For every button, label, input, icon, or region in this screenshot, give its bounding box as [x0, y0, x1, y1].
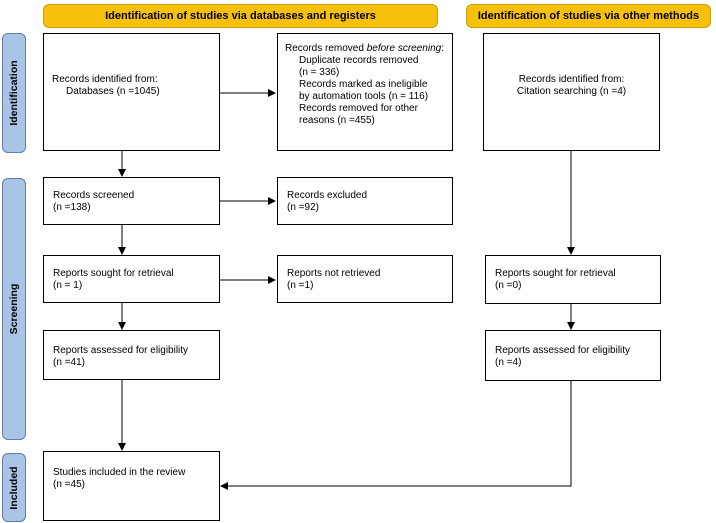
assessed-other-line1: Reports assessed for eligibility	[495, 345, 631, 356]
db-identified-line2: Databases (n =1045)	[66, 86, 160, 97]
removed-title-suffix: :	[441, 43, 444, 54]
box-records-identified-databases: Records identified from: Databases (n =1…	[43, 33, 220, 151]
box-records-removed: Records removed before screening: Duplic…	[277, 33, 453, 151]
phase-identification: Identification	[2, 33, 26, 153]
header-other-methods: Identification of studies via other meth…	[466, 4, 711, 28]
box-records-screened: Records screened (n =138)	[43, 177, 220, 225]
other-identified-line1: Records identified from:	[518, 74, 625, 85]
box-reports-sought-databases: Reports sought for retrieval (n = 1)	[43, 255, 220, 303]
header-databases: Identification of studies via databases …	[43, 4, 438, 28]
included-line2: (n =45)	[53, 479, 85, 490]
excluded-line1: Records excluded	[287, 190, 368, 201]
removed-title: Records removed before screening:	[285, 43, 448, 55]
assessed-db-line2: (n =41)	[53, 357, 85, 368]
other-identified-line2: Citation searching (n =4)	[516, 86, 627, 97]
assessed-db-line1: Reports assessed for eligibility	[53, 345, 189, 356]
sought-other-line2: (n =0)	[495, 280, 522, 291]
phase-screening: Screening	[2, 178, 26, 440]
db-identified-line1: Records identified from:	[52, 74, 158, 85]
removed-item: Records removed for other	[299, 103, 418, 114]
not-retrieved-line2: (n =1)	[287, 280, 314, 291]
phase-included: Included	[2, 453, 26, 522]
screened-line1: Records screened	[53, 190, 135, 201]
box-reports-assessed-databases: Reports assessed for eligibility (n =41)	[43, 330, 220, 380]
arrow-other-assessed-to-included	[220, 381, 572, 490]
removed-item: reasons (n =455)	[299, 115, 375, 126]
removed-item: (n = 336)	[299, 67, 340, 78]
box-studies-included: Studies included in the review (n =45)	[43, 451, 220, 521]
removed-item: Duplicate records removed	[299, 55, 419, 66]
excluded-line2: (n =92)	[287, 202, 319, 213]
box-reports-sought-other: Reports sought for retrieval (n =0)	[485, 255, 661, 304]
sought-db-line2: (n = 1)	[53, 280, 83, 291]
removed-title-prefix: Records removed	[285, 43, 367, 54]
removed-item: by automation tools (n = 116)	[299, 91, 429, 102]
screened-line2: (n =138)	[53, 202, 91, 213]
not-retrieved-line1: Reports not retrieved	[287, 268, 381, 279]
assessed-other-line2: (n =4)	[495, 357, 522, 368]
removed-title-italic: before screening	[366, 43, 442, 54]
box-records-identified-other: Records identified from: Citation search…	[483, 33, 660, 151]
sought-db-line1: Reports sought for retrieval	[53, 268, 174, 279]
box-reports-assessed-other: Reports assessed for eligibility (n =4)	[485, 330, 661, 381]
removed-item: Records marked as ineligible	[299, 79, 428, 90]
box-reports-not-retrieved: Reports not retrieved (n =1)	[277, 255, 453, 303]
included-line1: Studies included in the review	[53, 467, 186, 478]
sought-other-line1: Reports sought for retrieval	[495, 268, 616, 279]
box-records-excluded: Records excluded (n =92)	[277, 177, 453, 225]
